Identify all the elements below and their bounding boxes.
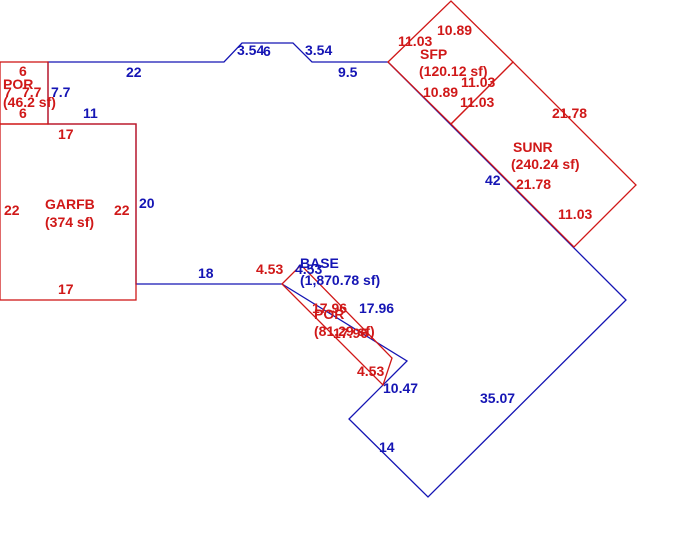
sfp-area-label: (120.12 sf) [419, 63, 487, 79]
sfp-dim-bottom: 10.89 [423, 84, 458, 100]
base-dim-step-3-54a: 3.54 [237, 42, 264, 58]
base-dim-top-9-5: 9.5 [338, 64, 358, 80]
base-dim-top-22: 22 [126, 64, 142, 80]
garage-dim-bottom: 17 [58, 281, 74, 297]
base-dim-left-7-7: 7.7 [51, 84, 71, 100]
porch-left-dim-bottom: 6 [19, 105, 27, 121]
porch-center-dim-right: 17.96 [333, 325, 368, 341]
base-dim-step-6: 6 [263, 43, 271, 59]
garage-area-label: (374 sf) [45, 214, 94, 230]
base-dim-inner-10-47: 10.47 [383, 380, 418, 396]
porch-center-dim-left: 17.96 [312, 300, 347, 316]
porch-center-name-label: POR [314, 306, 344, 322]
sunroom-name-label: SUNR [513, 139, 553, 155]
porch-left-dim-left: 7 [4, 84, 12, 100]
sfp-name-label: SFP [420, 46, 447, 62]
base-dim-bottom-14: 14 [379, 439, 395, 455]
sfp-dim-left: 11.03 [398, 33, 432, 49]
porch-center-area-label: (81.29 sf) [314, 323, 375, 339]
base-dim-bottom-18: 18 [198, 265, 214, 281]
sunroom-dim-top: 21.78 [552, 105, 587, 121]
base-dim-left-20: 20 [139, 195, 155, 211]
base-dim-diag-42: 42 [485, 172, 501, 188]
garage-name-label: GARFB [45, 196, 95, 212]
base-dim-inner-4-53: 4.53 [295, 261, 322, 277]
sunroom-dim-right: 11.03 [558, 206, 592, 222]
porch-left-area-label: (46.2 sf) [3, 94, 56, 110]
porch-left-dim-right: 7.7 [22, 84, 42, 100]
sfp-dim-top: 10.89 [437, 22, 472, 38]
garage-dim-top: 17 [58, 126, 74, 142]
sunroom-dim-bottom: 21.78 [516, 176, 551, 192]
sunroom-area-label: (240.24 sf) [511, 156, 579, 172]
base-dim-right-35-07: 35.07 [480, 390, 515, 406]
garage-outline [0, 123, 137, 301]
base-dim-inner-17-96: 17.96 [359, 300, 394, 316]
porch-center-outline [281, 264, 393, 387]
garage-dim-left: 22 [4, 202, 20, 218]
porch-left-dim-top: 6 [19, 63, 27, 79]
base-dim-step-3-54b: 3.54 [305, 42, 332, 58]
porch-left-name-label: POR [3, 76, 33, 92]
porch-left-outline [0, 61, 49, 125]
sunroom-dim-left: 11.03 [460, 94, 494, 110]
sunroom-outline [450, 61, 637, 248]
porch-center-dim-bottom: 4.53 [357, 363, 384, 379]
garage-dim-right: 22 [114, 202, 130, 218]
base-dim-left-11: 11 [83, 105, 98, 121]
porch-center-dim-top-left: 4.53 [256, 261, 283, 277]
base-name-label: BASE [300, 255, 339, 271]
base-area-label: (1,870.78 sf) [300, 272, 380, 288]
sfp-dim-right: 11.03 [461, 74, 495, 90]
